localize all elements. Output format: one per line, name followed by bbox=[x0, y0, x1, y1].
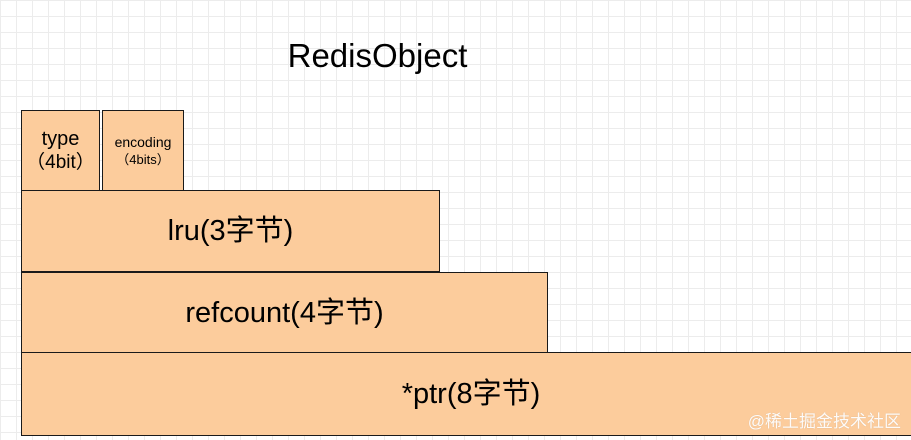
ptr-field-label: *ptr(8字节) bbox=[401, 378, 541, 410]
refcount-field-label: refcount(4字节) bbox=[185, 297, 384, 329]
type-field-box: type （4bit） bbox=[21, 110, 100, 192]
encoding-field-size: （4bits） bbox=[116, 152, 170, 167]
ptr-field-box: *ptr(8字节) bbox=[21, 352, 911, 436]
diagram-title: RedisObject bbox=[287, 37, 468, 74]
type-field-size: （4bit） bbox=[26, 152, 95, 173]
encoding-field-box: encoding （4bits） bbox=[102, 110, 184, 192]
refcount-field-box: refcount(4字节) bbox=[21, 272, 548, 354]
type-field-name: type bbox=[41, 128, 80, 150]
watermark: @稀土掘金技术社区 bbox=[747, 412, 901, 431]
lru-field-box: lru(3字节) bbox=[21, 190, 440, 272]
lru-field-label: lru(3字节) bbox=[167, 215, 294, 247]
encoding-field-name: encoding bbox=[114, 134, 172, 150]
